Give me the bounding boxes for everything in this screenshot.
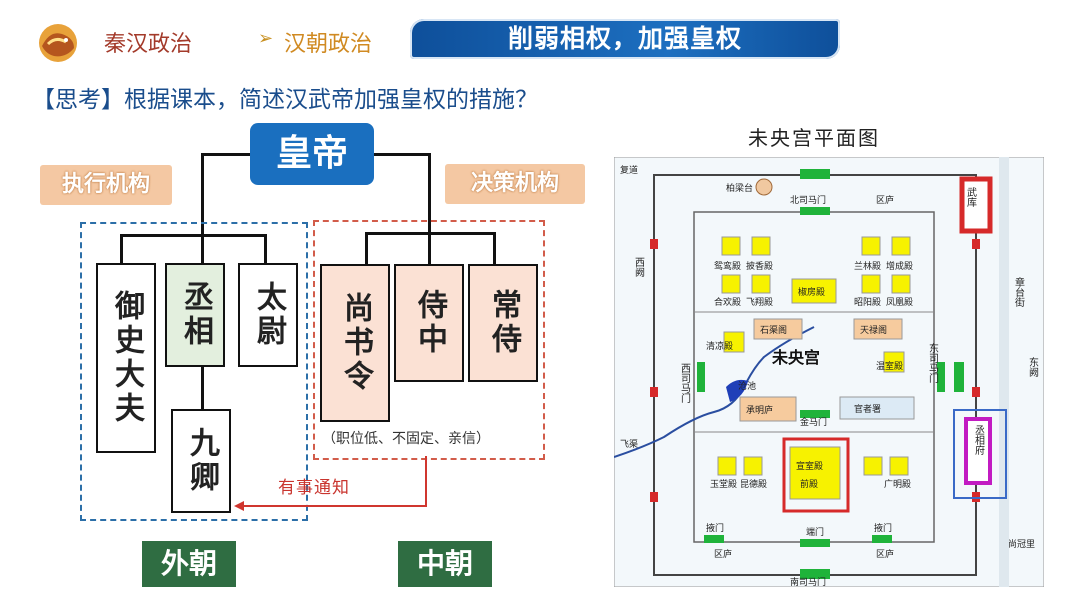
svg-text:区庐: 区庐 — [876, 194, 894, 205]
svg-text:东阙: 东阙 — [1027, 356, 1039, 378]
svg-text:兰林殿: 兰林殿 — [854, 260, 881, 271]
subsection-title[interactable]: 汉朝政治 — [284, 32, 373, 57]
svg-text:北司马门: 北司马门 — [790, 194, 826, 205]
svg-text:掖门: 掖门 — [706, 522, 724, 533]
svg-text:飞渠: 飞渠 — [620, 438, 638, 449]
svg-text:复道: 复道 — [620, 164, 638, 175]
svg-text:增成殿: 增成殿 — [886, 260, 913, 271]
svg-text:区庐: 区庐 — [876, 548, 894, 559]
office-yushi-dafu: 御史大夫 — [96, 263, 156, 453]
svg-text:端门: 端门 — [806, 526, 824, 537]
svg-text:武库: 武库 — [965, 186, 977, 208]
svg-text:温室殿: 温室殿 — [876, 360, 903, 371]
arrow-right-icon: ➢ — [258, 28, 274, 49]
office-jiuqing: 九卿 — [171, 409, 231, 513]
outer-court-label: 外朝 — [142, 541, 236, 587]
office-shangshuling: 尚书令 — [320, 264, 390, 422]
svg-text:西司马门: 西司马门 — [679, 363, 691, 404]
svg-text:丞相府: 丞相府 — [973, 425, 985, 456]
emperor-box: 皇帝 — [250, 123, 374, 185]
office-taiwei: 太尉 — [238, 263, 298, 367]
topic-title: 削弱相权，加强皇权 — [507, 24, 742, 53]
inner-court-group — [313, 220, 545, 460]
palace-map: 复道 柏梁台 北司马门 区庐 鸳鸾殿 披香殿 兰林殿 增成殿 合欢殿 飞翔殿 昭… — [614, 157, 1044, 587]
dragon-logo-icon — [30, 20, 86, 66]
connector-line — [201, 365, 204, 410]
svg-text:昭阳殿: 昭阳殿 — [854, 297, 881, 307]
notify-label: 有事通知 — [278, 478, 350, 498]
connector-line — [493, 232, 496, 266]
inner-court-note: （职位低、不固定、亲信） — [322, 431, 490, 447]
connector-line — [120, 234, 267, 237]
exec-label: 执行机构 — [40, 165, 172, 205]
svg-text:昆德殿: 昆德殿 — [740, 478, 767, 489]
svg-text:披香殿: 披香殿 — [746, 260, 773, 271]
topic-banner: 削弱相权，加强皇权 — [410, 19, 840, 59]
connector-line — [264, 234, 267, 264]
svg-text:凤凰殿: 凤凰殿 — [886, 297, 913, 307]
connector-line — [428, 153, 431, 265]
section-title[interactable]: 秦汉政治 — [104, 32, 193, 57]
svg-text:柏梁台: 柏梁台 — [726, 182, 753, 193]
svg-text:掖门: 掖门 — [874, 522, 892, 533]
office-chengxiang: 丞相 — [165, 263, 225, 367]
connector-line — [120, 234, 123, 264]
svg-text:广明殿: 广明殿 — [884, 478, 911, 489]
svg-text:承明庐: 承明庐 — [746, 404, 773, 415]
svg-text:天禄阁: 天禄阁 — [860, 324, 887, 335]
svg-text:椒房殿: 椒房殿 — [798, 286, 825, 297]
svg-text:章台街: 章台街 — [1013, 276, 1025, 308]
svg-text:沧池: 沧池 — [738, 380, 756, 391]
outer-court-group — [80, 222, 308, 521]
svg-text:未央宫: 未央宫 — [771, 348, 820, 367]
svg-text:鸳鸾殿: 鸳鸾殿 — [714, 260, 741, 271]
svg-text:清凉殿: 清凉殿 — [706, 340, 733, 351]
svg-text:飞翔殿: 飞翔殿 — [746, 296, 773, 307]
connector-line — [365, 232, 495, 235]
connector-line — [374, 153, 430, 156]
connector-line — [202, 153, 250, 156]
svg-text:东司马门: 东司马门 — [927, 342, 939, 384]
svg-text:南司马门: 南司马门 — [790, 576, 826, 587]
inner-court-label: 中朝 — [398, 541, 492, 587]
connector-line — [201, 153, 204, 265]
svg-text:石渠阁: 石渠阁 — [760, 324, 787, 335]
connector-line — [365, 232, 368, 266]
svg-text:玉堂殿: 玉堂殿 — [710, 478, 737, 489]
svg-text:合欢殿: 合欢殿 — [714, 296, 741, 307]
notify-arrow — [234, 456, 427, 511]
map-title: 未央宫平面图 — [748, 126, 880, 150]
svg-text:西阙: 西阙 — [633, 257, 645, 278]
decision-label: 决策机构 — [445, 164, 585, 204]
svg-text:前殿: 前殿 — [800, 478, 818, 489]
svg-text:尚冠里: 尚冠里 — [1008, 538, 1035, 549]
svg-text:区庐: 区庐 — [714, 548, 732, 559]
office-changshi: 常侍 — [468, 264, 538, 382]
svg-text:官者署: 官者署 — [854, 403, 881, 414]
svg-text:宣室殿: 宣室殿 — [796, 460, 823, 471]
office-shizhong: 侍中 — [394, 264, 464, 382]
svg-text:金马门: 金马门 — [800, 416, 827, 427]
question-text: 【思考】根据课本，简述汉武帝加强皇权的措施？ — [32, 87, 538, 113]
